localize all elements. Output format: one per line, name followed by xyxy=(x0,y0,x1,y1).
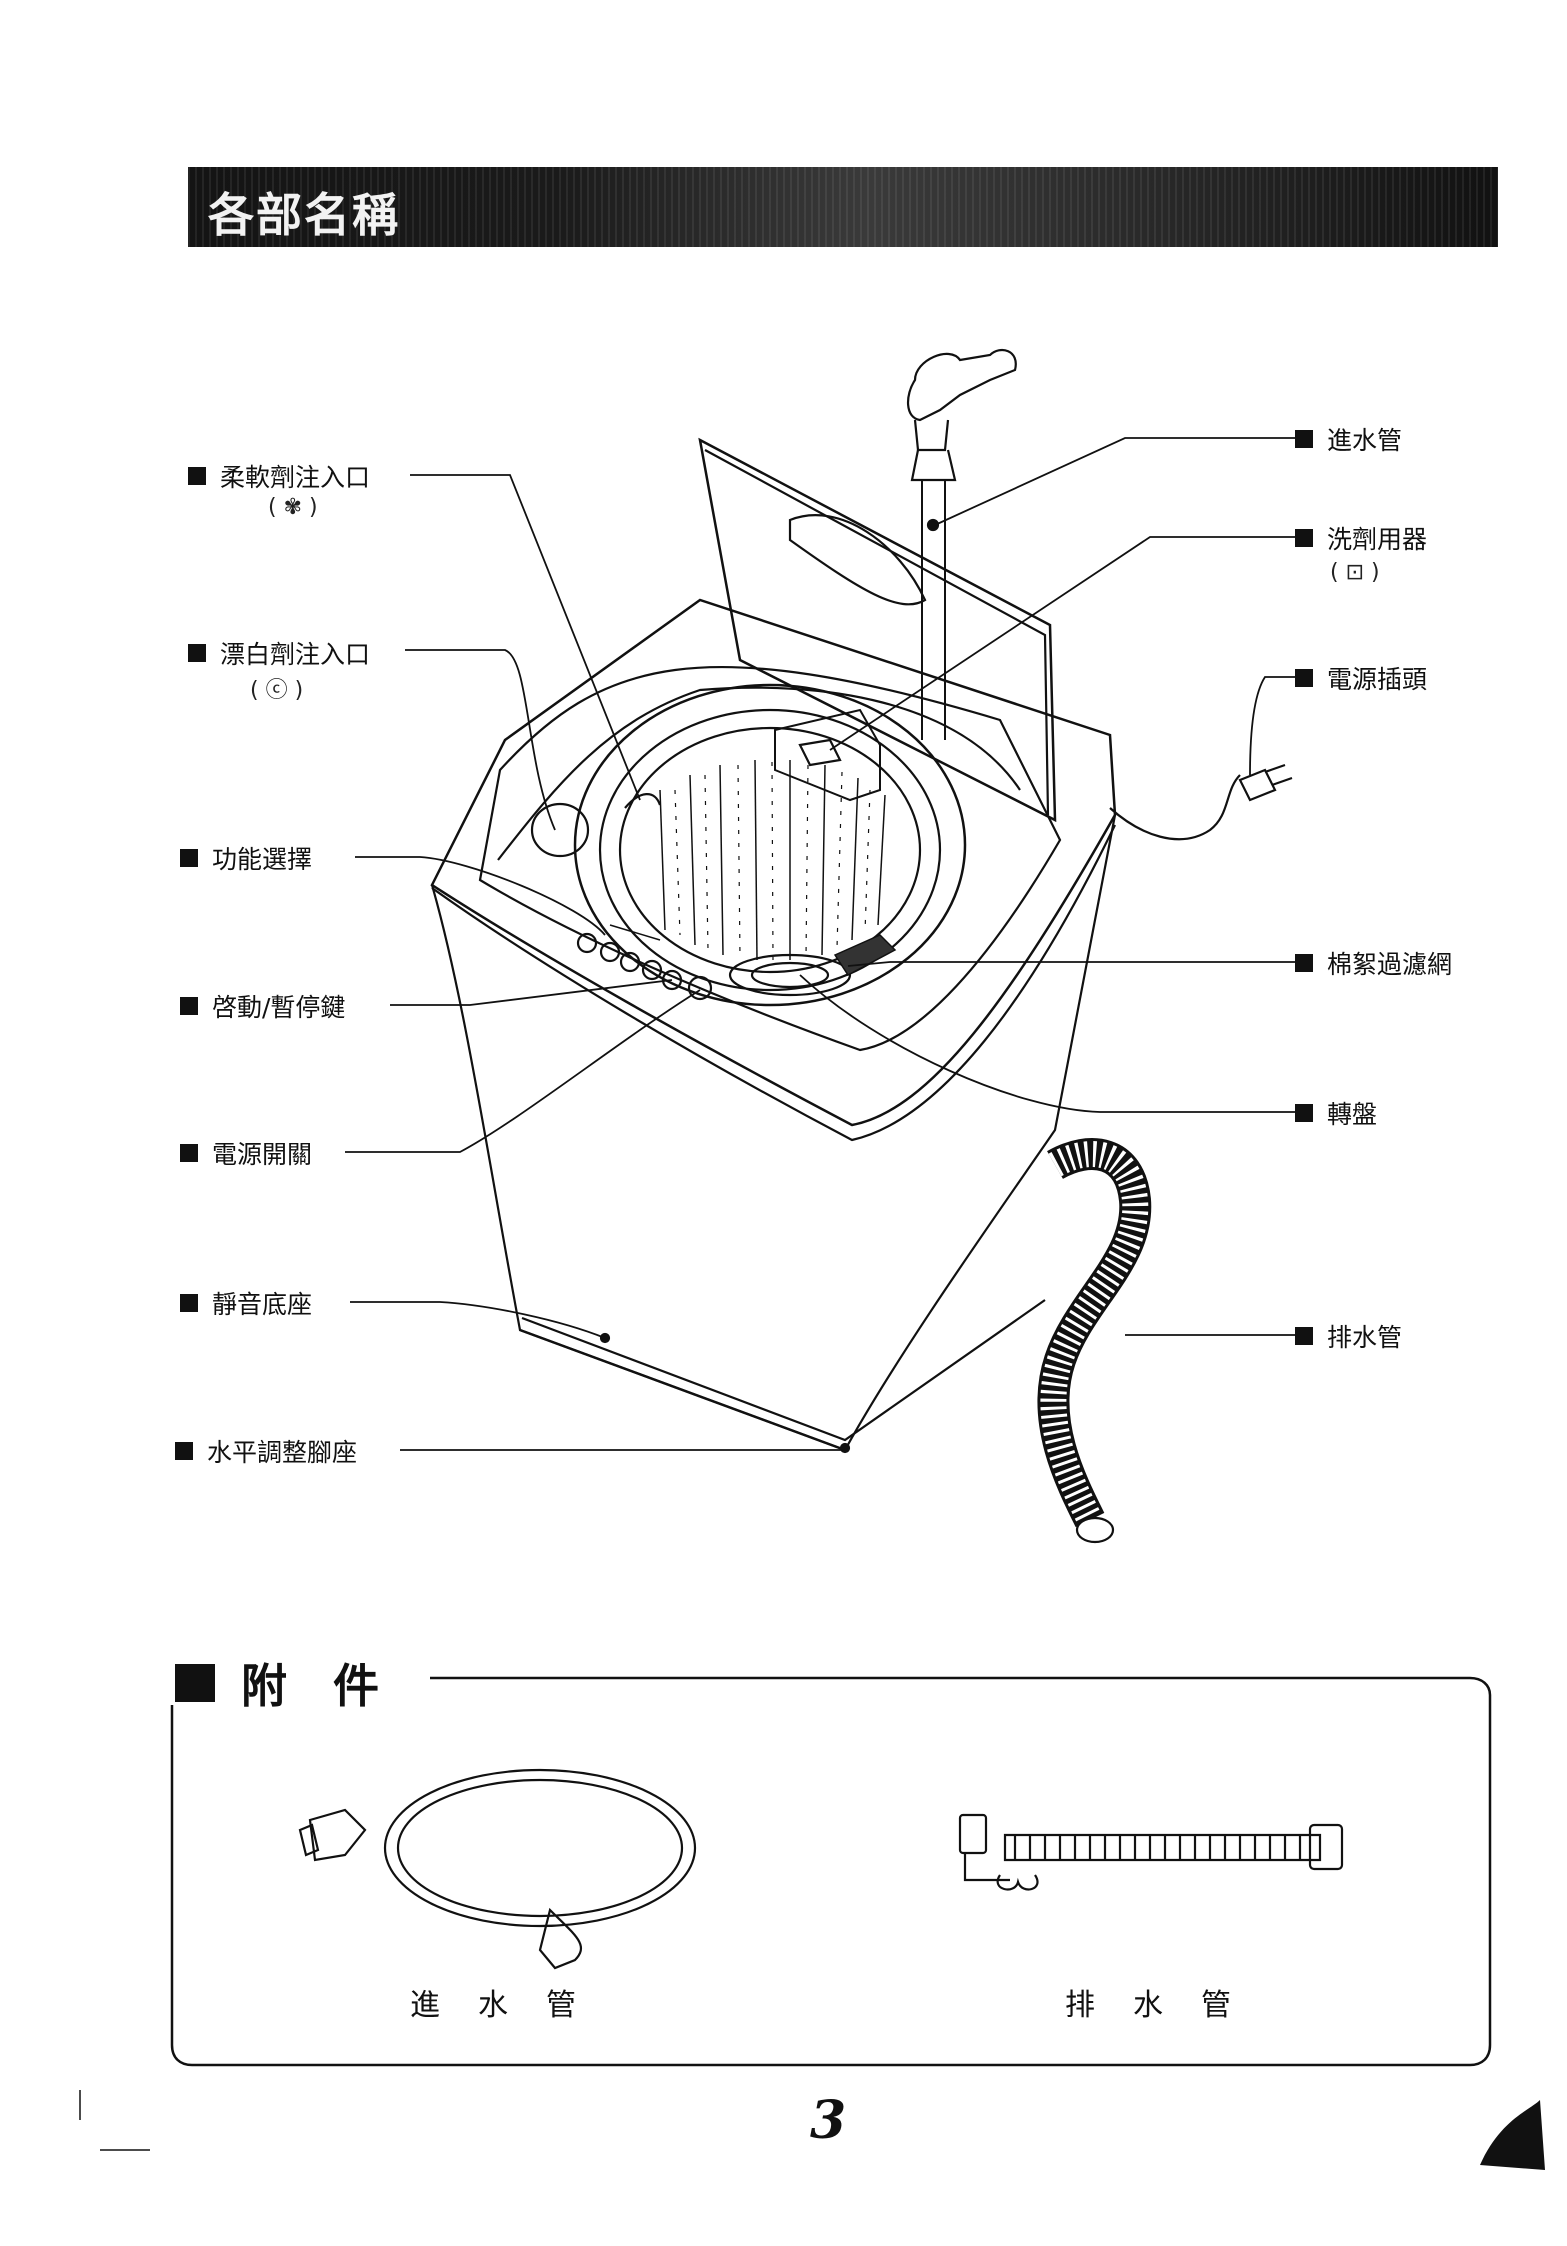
water-faucet xyxy=(908,350,1016,740)
label-text: 電源開關 xyxy=(212,1135,312,1171)
inlet-hose-accessory xyxy=(300,1770,695,1968)
power-plug xyxy=(1110,765,1292,839)
drain-hose xyxy=(1053,1154,1135,1542)
bullet-square-icon xyxy=(180,1294,198,1312)
label-leveling-foot: 水平調整腳座 xyxy=(175,1433,357,1469)
label-text: 轉盤 xyxy=(1327,1095,1377,1131)
label-text: 靜音底座 xyxy=(212,1285,312,1321)
label-function-select: 功能選擇 xyxy=(180,840,312,876)
label-softener-inlet: 柔軟劑注入口 xyxy=(188,458,370,494)
label-text: 漂白劑注入口 xyxy=(220,635,370,671)
scan-marks xyxy=(80,2090,150,2150)
section-title: 各部名稱 xyxy=(208,179,400,245)
label-text: 排水管 xyxy=(1327,1318,1402,1354)
softener-symbol-icon: ( ✾ ) xyxy=(268,495,318,520)
accessory-label-inlet-hose: 進水管 xyxy=(410,1980,614,2024)
label-base: 靜音底座 xyxy=(180,1285,312,1321)
label-text: 洗劑用器 xyxy=(1327,520,1427,556)
label-detergent-dispenser: 洗劑用器 xyxy=(1295,520,1427,556)
bullet-square-icon xyxy=(180,997,198,1015)
label-text: 棉絮過濾網 xyxy=(1327,945,1452,981)
drain-hose-accessory xyxy=(960,1815,1342,1889)
bullet-square-icon xyxy=(1295,954,1313,972)
bullet-square-icon xyxy=(188,644,206,662)
label-drain-hose: 排水管 xyxy=(1295,1318,1402,1354)
label-pulsator: 轉盤 xyxy=(1295,1095,1377,1131)
bullet-square-icon xyxy=(188,467,206,485)
page-number: 3 xyxy=(810,2090,846,2151)
label-text: 電源插頭 xyxy=(1327,660,1427,696)
bullet-square-icon xyxy=(180,849,198,867)
accessories-heading: 附 件 xyxy=(175,1650,379,1716)
bullet-square-icon xyxy=(1295,529,1313,547)
label-text: 啓動/暫停鍵 xyxy=(212,988,345,1024)
bleach-symbol-icon: ( ⓒ ) xyxy=(250,672,303,704)
bullet-square-icon xyxy=(175,1664,215,1702)
detergent-symbol-icon: ( ⊡ ) xyxy=(1330,560,1380,585)
label-text: 柔軟劑注入口 xyxy=(220,458,370,494)
label-bleach-inlet: 漂白劑注入口 xyxy=(188,635,370,671)
accessory-label-drain-hose: 排水管 xyxy=(1065,1980,1269,2024)
bullet-square-icon xyxy=(1295,669,1313,687)
label-text: 進水管 xyxy=(1327,421,1402,457)
label-start-pause: 啓動/暫停鍵 xyxy=(180,988,345,1024)
bullet-square-icon xyxy=(180,1144,198,1162)
label-power-switch: 電源開關 xyxy=(180,1135,312,1171)
bullet-square-icon xyxy=(1295,1327,1313,1345)
washing-machine xyxy=(432,440,1115,1452)
label-lint-filter: 棉絮過濾網 xyxy=(1295,945,1452,981)
accessories-heading-text: 附 件 xyxy=(241,1650,379,1716)
bullet-square-icon xyxy=(1295,1104,1313,1122)
label-power-plug: 電源插頭 xyxy=(1295,660,1427,696)
bullet-square-icon xyxy=(1295,430,1313,448)
bullet-square-icon xyxy=(175,1442,193,1460)
label-text: 水平調整腳座 xyxy=(207,1433,357,1469)
label-inlet-hose: 進水管 xyxy=(1295,421,1402,457)
leader-lines xyxy=(345,438,1295,1450)
accessories-box xyxy=(172,1678,1490,2065)
corner-mark xyxy=(1480,2100,1545,2170)
label-text: 功能選擇 xyxy=(212,840,312,876)
